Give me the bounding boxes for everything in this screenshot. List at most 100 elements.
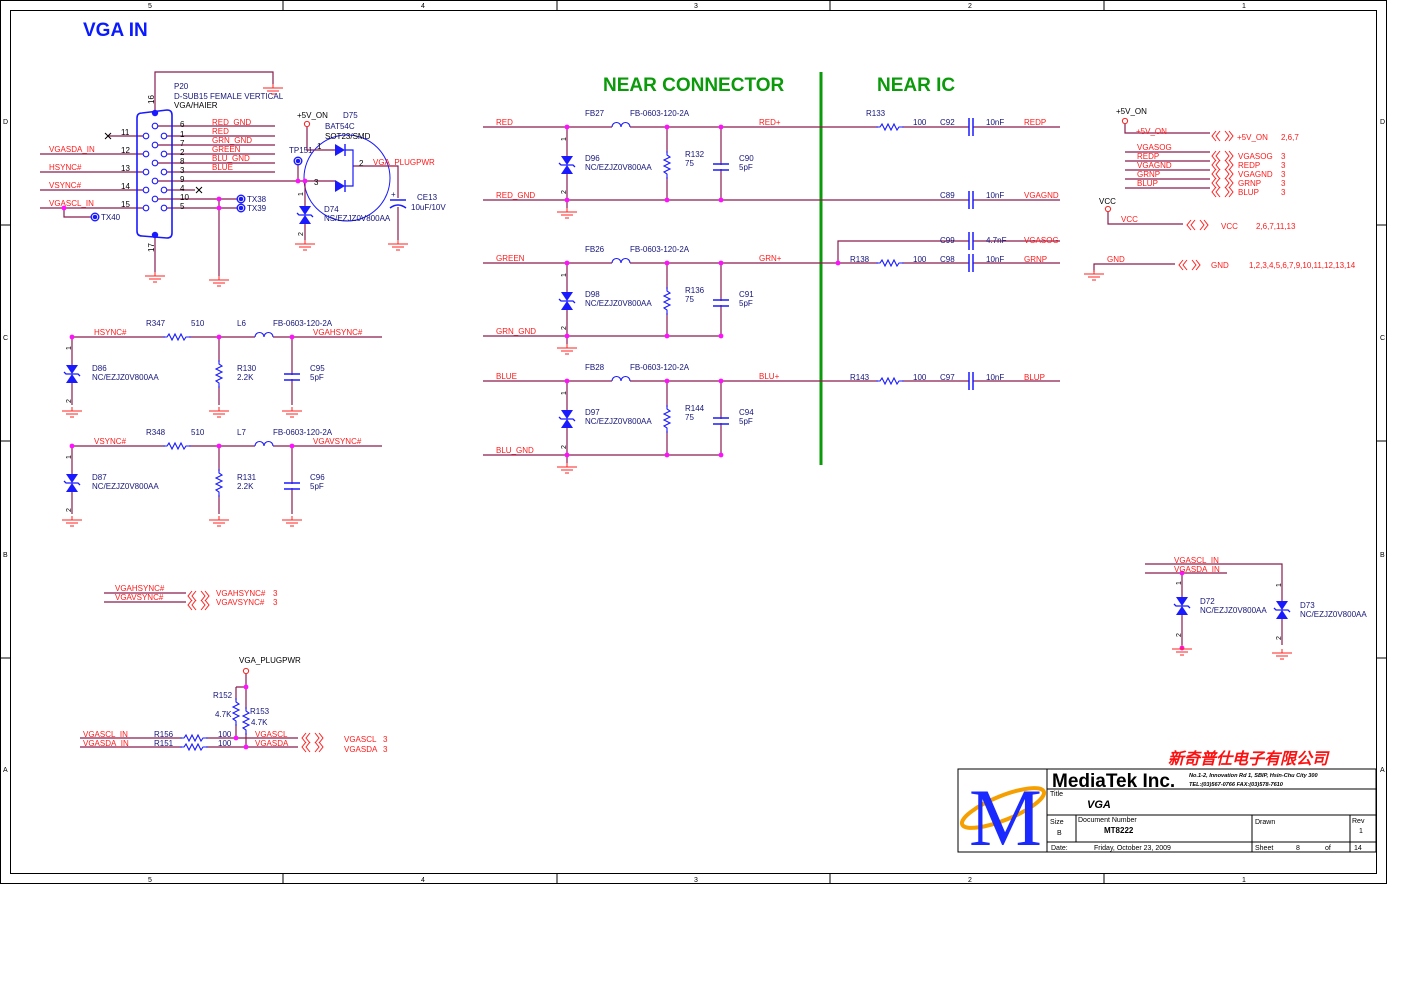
diode-ref: D97 bbox=[585, 408, 600, 417]
pin-number: 7 bbox=[180, 139, 185, 148]
port-label: VGASOG bbox=[1238, 152, 1273, 161]
company-phone: TEL:(03)567-0766 FAX:(03)578-7610 bbox=[1189, 782, 1284, 788]
net-label: GRN+ bbox=[759, 254, 782, 263]
net-label: +5V_ON bbox=[1136, 127, 1167, 136]
resistor-icon bbox=[875, 259, 905, 267]
capacitor-value: 10nF bbox=[986, 373, 1004, 382]
net-label: GREEN bbox=[496, 254, 525, 263]
port-label: GND bbox=[1211, 261, 1229, 270]
page-refs: 1,2,3,4,5,6,7,9,10,11,12,13,14 bbox=[1249, 261, 1356, 270]
resistor-value: 4.7K bbox=[251, 718, 268, 727]
ground-icon bbox=[556, 462, 578, 474]
power-label: VGA_PLUGPWR bbox=[239, 656, 301, 665]
pin-number: 2 bbox=[66, 508, 73, 512]
capacitor-ref: C89 bbox=[940, 191, 955, 200]
resistor-ref: R131 bbox=[237, 473, 257, 482]
sheet-frame bbox=[0, 0, 1387, 884]
junction-dot bbox=[295, 178, 301, 184]
pin-number: 2 bbox=[561, 445, 568, 449]
pin-number: 1 bbox=[561, 391, 568, 395]
tvs-diode-icon bbox=[1173, 596, 1191, 616]
port-label: VCC bbox=[1221, 222, 1238, 231]
resistor-icon bbox=[179, 734, 209, 742]
junction-dot bbox=[664, 124, 670, 130]
ground-icon bbox=[294, 239, 316, 251]
net-label: REDP bbox=[1024, 118, 1046, 127]
net-label: VGAVSYNC# bbox=[115, 593, 164, 602]
diode-part: NC/EZJZ0V800AA bbox=[92, 373, 159, 382]
pin-number: 11 bbox=[121, 128, 130, 137]
d74-ref: D74 bbox=[324, 205, 339, 214]
row-label: B bbox=[1380, 552, 1385, 559]
tp151-label: TP151 bbox=[289, 146, 313, 155]
page-refs: 3 bbox=[1281, 161, 1286, 170]
resistor-ref: R348 bbox=[146, 428, 166, 437]
junction-dot bbox=[1179, 570, 1185, 576]
pin-number: 2 bbox=[561, 190, 568, 194]
ground-icon bbox=[387, 239, 409, 251]
resistor-icon bbox=[162, 442, 192, 450]
page-refs: 3 bbox=[273, 589, 278, 598]
net-label: VSYNC# bbox=[49, 181, 82, 190]
net-label: HSYNC# bbox=[49, 163, 82, 172]
net-label: RED+ bbox=[759, 118, 781, 127]
title-block bbox=[957, 768, 1377, 853]
connector-part: D-SUB15 FEMALE VERTICAL bbox=[174, 92, 284, 101]
ferrite-ref: FB28 bbox=[585, 363, 605, 372]
ground-icon bbox=[208, 406, 230, 418]
capacitor-value: 10nF bbox=[986, 118, 1004, 127]
resistor-icon bbox=[162, 333, 192, 341]
junction-dot bbox=[664, 333, 670, 339]
date-value: Friday, October 23, 2009 bbox=[1094, 845, 1171, 852]
capacitor-ref: C99 bbox=[940, 236, 955, 245]
junction-dot bbox=[718, 378, 724, 384]
d75-part: BAT54C bbox=[325, 122, 355, 131]
diode-part: NC/EZJZ0V800AA bbox=[585, 163, 652, 172]
row-label: D bbox=[1380, 119, 1385, 126]
resistor-icon bbox=[875, 377, 905, 385]
page-refs: 3 bbox=[383, 735, 388, 744]
resistor-ref: R152 bbox=[213, 691, 233, 700]
resistor-value: 75 bbox=[685, 413, 694, 422]
ground-icon bbox=[281, 406, 303, 418]
junction-dot bbox=[564, 260, 570, 266]
pin-number: 8 bbox=[180, 157, 185, 166]
diode-ref: D86 bbox=[92, 364, 107, 373]
junction-dot bbox=[243, 684, 249, 690]
offpage-connector-icon bbox=[1178, 259, 1201, 271]
rev-label: Rev bbox=[1352, 818, 1365, 825]
capacitor-ref: C91 bbox=[739, 290, 754, 299]
page-refs: 3 bbox=[1281, 188, 1286, 197]
capacitor-value: 5pF bbox=[739, 299, 753, 308]
column-label: 1 bbox=[1242, 877, 1246, 884]
net-label: VGASDA_IN bbox=[83, 739, 129, 748]
capacitor-value: 10nF bbox=[986, 191, 1004, 200]
net-label: RED_GND bbox=[496, 191, 535, 200]
row-label: D bbox=[3, 119, 8, 126]
connector-wires bbox=[40, 71, 335, 276]
net-label: GREEN bbox=[212, 145, 241, 154]
pin-number: 13 bbox=[121, 164, 130, 173]
resistor-value: 100 bbox=[218, 730, 232, 739]
diode-part: NC/EZJZ0V800AA bbox=[92, 482, 159, 491]
net-label: VGASDA bbox=[255, 739, 289, 748]
pin-number: 14 bbox=[121, 182, 130, 191]
net-label: VGASCL_IN bbox=[49, 199, 94, 208]
net-label: BLUP bbox=[1024, 373, 1045, 382]
capacitor-value: 5pF bbox=[739, 163, 753, 172]
ferrite-bead-icon bbox=[611, 257, 631, 266]
capacitor-ref: C90 bbox=[739, 154, 754, 163]
tvs-diode-icon bbox=[558, 291, 576, 311]
ground-icon bbox=[1083, 269, 1105, 281]
resistor-value: 510 bbox=[191, 319, 205, 328]
testpoint-label: TX40 bbox=[101, 213, 121, 222]
junction-dot bbox=[564, 378, 570, 384]
net-label: VGASCL_IN bbox=[1174, 556, 1219, 565]
company-name: MediaTek Inc. bbox=[1052, 771, 1175, 792]
resistor-ref: R153 bbox=[250, 707, 270, 716]
power-label: +5V_ON bbox=[1116, 107, 1147, 116]
column-label: 4 bbox=[421, 877, 425, 884]
junction-dot bbox=[289, 334, 295, 340]
offpage-connector-icon bbox=[1186, 219, 1209, 231]
ground-icon bbox=[208, 275, 230, 287]
